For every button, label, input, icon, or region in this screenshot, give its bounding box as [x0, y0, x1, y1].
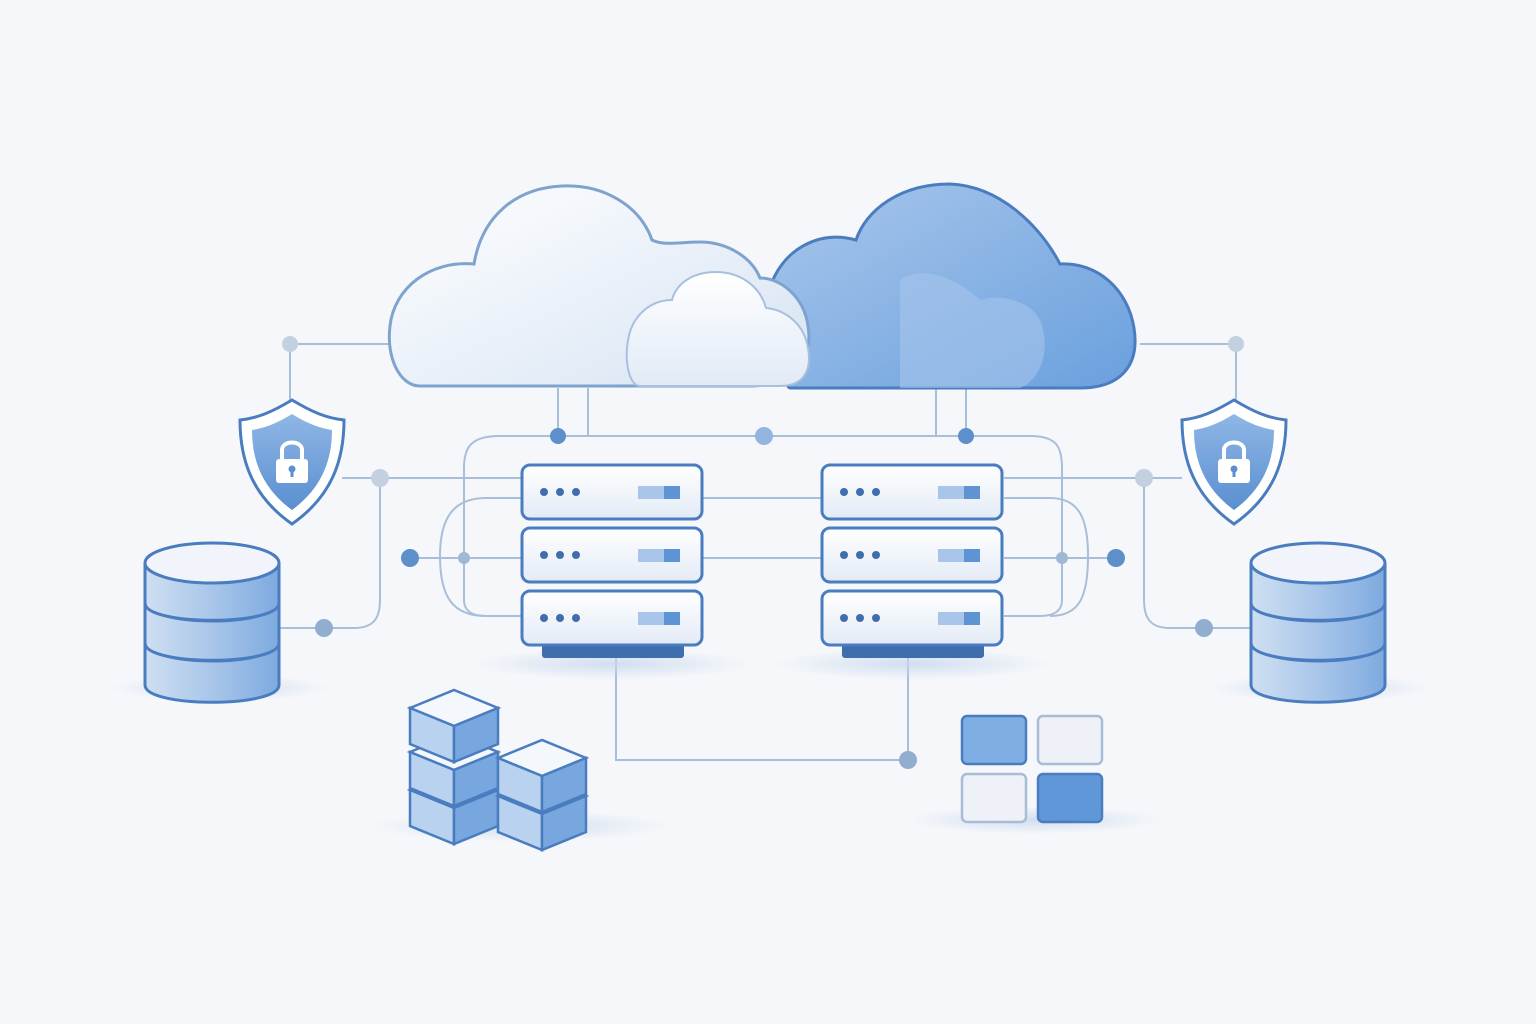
- server-unit-icon: [820, 589, 1004, 647]
- server-unit-icon: [520, 463, 704, 521]
- server-unit-icon: [520, 589, 704, 647]
- tile-icon: [960, 714, 1028, 766]
- cloud-left: [387, 184, 811, 388]
- cloud-right: [762, 182, 1137, 390]
- server-unit-icon: [820, 526, 1004, 584]
- connection-nodes: [282, 336, 1244, 769]
- database-left: [110, 541, 330, 704]
- database-right: [1210, 541, 1430, 704]
- database-icon: [143, 541, 281, 704]
- server-rack-left: [472, 463, 752, 680]
- tile-grid: [904, 714, 1164, 834]
- storage-blocks: [370, 688, 670, 852]
- tile-icon: [1036, 772, 1104, 824]
- tile-icon: [960, 772, 1028, 824]
- tile-icon: [1036, 714, 1104, 766]
- database-icon: [1249, 541, 1387, 704]
- server-rack-right: [772, 463, 1052, 680]
- server-unit-icon: [820, 463, 1004, 521]
- server-unit-icon: [520, 526, 704, 584]
